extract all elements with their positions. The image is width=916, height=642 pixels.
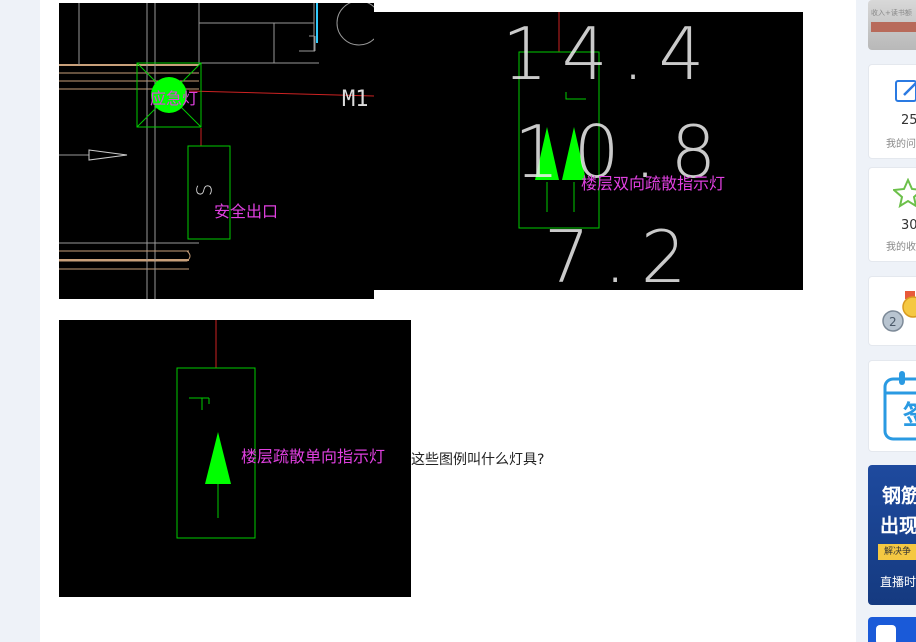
- favorites-count: 30: [901, 218, 916, 233]
- promo-banner[interactable]: 钢筋 出现 解决争 直播时: [868, 465, 916, 605]
- cad-image-single-evac[interactable]: 楼层疏散单向指示灯: [59, 320, 411, 597]
- question-text: 这些图例叫什么灯具?: [411, 452, 545, 468]
- medal-icon: 2: [882, 291, 916, 332]
- cad-image-emergency-exit[interactable]: 应急灯 安全出口 M1 S: [59, 3, 374, 299]
- label-single-evac: 楼层疏散单向指示灯: [241, 447, 386, 466]
- top-banner-text: 收入+读书额: [871, 9, 912, 17]
- cad-dimension-c: 7.2: [544, 215, 701, 290]
- promo-line-3: 解决争: [878, 544, 916, 560]
- edit-icon: [895, 80, 916, 102]
- questions-count: 25: [901, 113, 916, 128]
- my-questions-card[interactable]: 25 我的问: [868, 64, 916, 159]
- star-icon: [893, 178, 916, 208]
- label-dual-evac: 楼层双向疏散指示灯: [581, 174, 726, 193]
- my-favorites-card[interactable]: 30 我的收: [868, 167, 916, 262]
- promo-line-1: 钢筋: [882, 485, 916, 507]
- cad-text-m1: M1: [342, 87, 369, 112]
- bottom-app-icon[interactable]: [868, 617, 916, 642]
- label-exit-sign: 安全出口: [214, 202, 279, 221]
- promo-line-2: 出现: [880, 515, 916, 537]
- cad-dimension-b: 10.8: [514, 110, 731, 194]
- app-logo-icon: [876, 625, 896, 642]
- top-banner-stripe: [871, 22, 916, 32]
- right-sidebar: 收入+读书额 25 我的问 30 我的收 2 签 钢筋: [868, 0, 916, 642]
- checkin-card[interactable]: 签: [868, 360, 916, 452]
- cad-image-dual-evac[interactable]: 14.4 10.8 7.2 楼层双向疏散指示灯: [374, 12, 803, 290]
- top-banner-ad[interactable]: 收入+读书额: [868, 0, 916, 50]
- cad-dimension-a: 14.4: [502, 12, 719, 96]
- cad-text-s: S: [192, 183, 217, 197]
- medal-card[interactable]: 2: [868, 276, 916, 346]
- questions-label: 我的问: [886, 139, 916, 150]
- calendar-icon: [883, 371, 916, 441]
- svg-text:2: 2: [889, 315, 897, 329]
- label-emergency-light: 应急灯: [150, 89, 199, 108]
- checkin-text: 签: [903, 395, 916, 432]
- promo-line-4: 直播时: [880, 575, 916, 589]
- favorites-label: 我的收: [886, 242, 916, 253]
